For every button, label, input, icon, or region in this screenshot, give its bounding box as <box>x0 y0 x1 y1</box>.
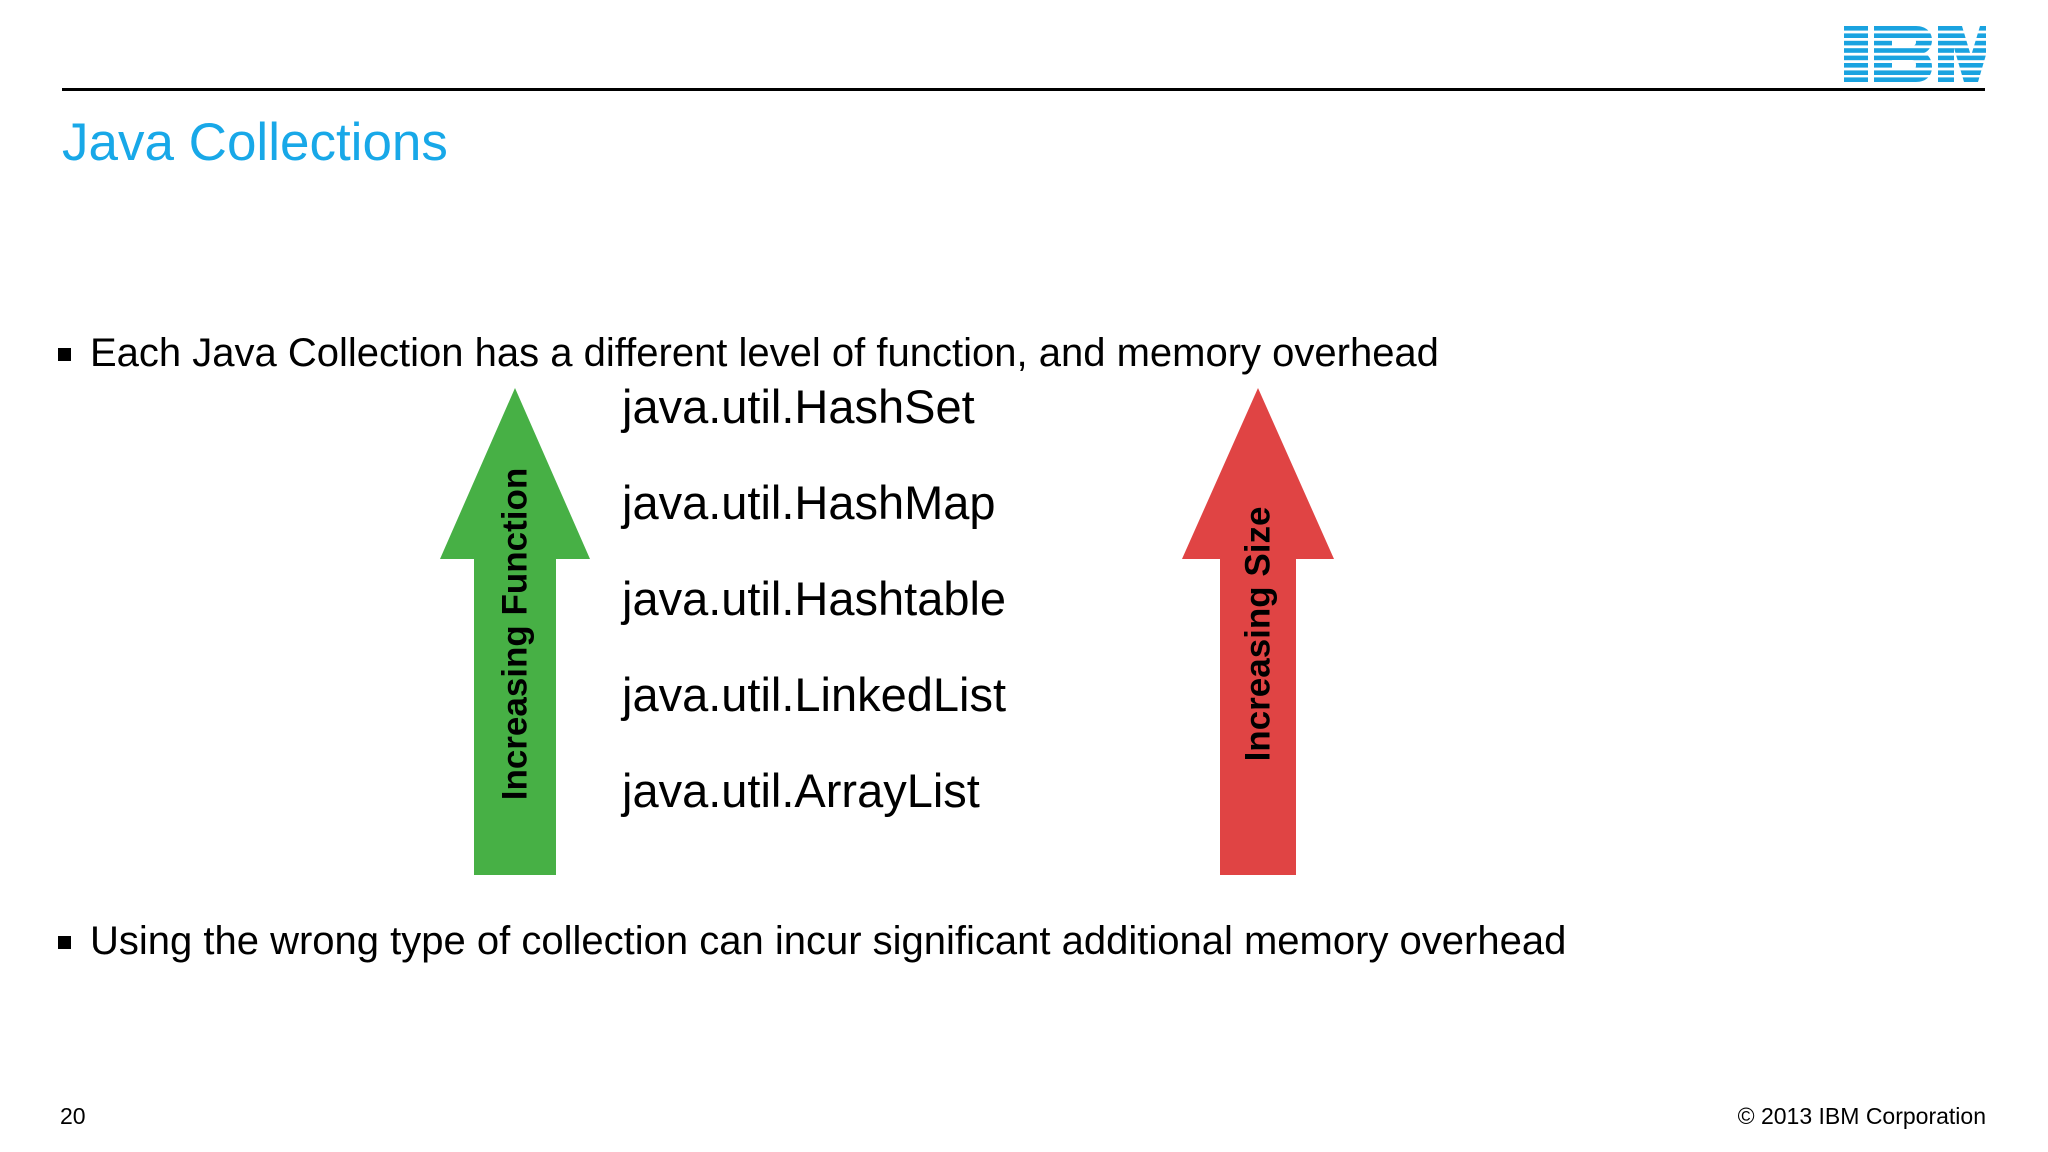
header-divider <box>62 88 1985 91</box>
increasing-function-label-text: Increasing Function <box>495 467 535 800</box>
list-item: java.util.ArrayList <box>622 764 980 817</box>
list-item: java.util.HashSet <box>622 380 975 433</box>
bullet-item-2: Using the wrong type of collection can i… <box>58 918 1566 964</box>
page-number: 20 <box>60 1103 86 1129</box>
copyright-notice: © 2013 IBM Corporation <box>1737 1103 1986 1129</box>
collection-class-list: java.util.HashSet java.util.HashMap java… <box>622 382 1182 862</box>
bullet-item-1: Each Java Collection has a different lev… <box>58 330 1439 376</box>
list-item: java.util.LinkedList <box>622 668 1007 721</box>
bullet-item-2-text: Using the wrong type of collection can i… <box>90 919 1567 963</box>
list-item: java.util.Hashtable <box>622 572 1007 625</box>
increasing-size-arrow: Increasing Size <box>1182 388 1334 875</box>
increasing-function-arrow-label: Increasing Function <box>440 388 590 877</box>
bullet-item-1-text: Each Java Collection has a different lev… <box>90 331 1439 375</box>
square-bullet-icon <box>58 348 71 361</box>
increasing-function-arrow: Increasing Function <box>440 388 590 875</box>
page-title: Java Collections <box>62 113 448 172</box>
increasing-size-arrow-label: Increasing Size <box>1182 388 1334 877</box>
list-item: java.util.HashMap <box>622 476 996 529</box>
square-bullet-icon <box>58 936 71 949</box>
ibm-logo <box>1844 26 1986 82</box>
increasing-size-label-text: Increasing Size <box>1238 506 1278 761</box>
